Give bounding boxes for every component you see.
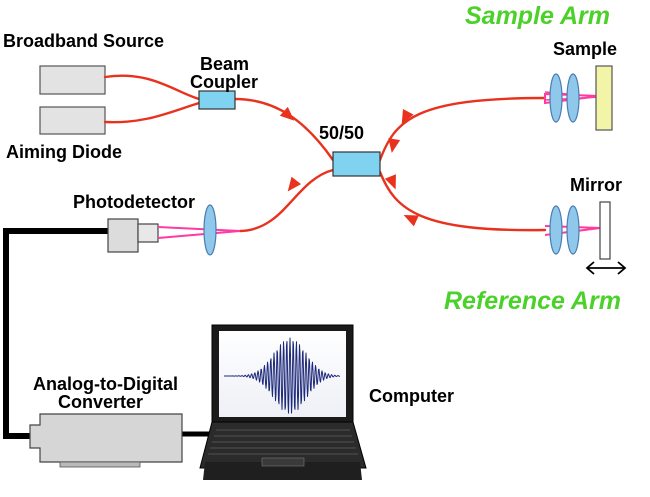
fiber-source-to-coupler xyxy=(103,74,201,101)
sample-lens-2 xyxy=(566,73,580,123)
photodetector-assembly xyxy=(107,204,241,256)
beam-coupler-label-line2: Coupler xyxy=(190,72,259,92)
laptop-base xyxy=(199,421,367,469)
splitter-box xyxy=(332,151,381,177)
aiming-diode-label: Aiming Diode xyxy=(6,142,122,162)
arrow-to-detector xyxy=(287,176,302,192)
adc-board xyxy=(29,413,183,468)
computer-label: Computer xyxy=(369,386,454,406)
photodetector-nose xyxy=(137,223,159,243)
mirror-label: Mirror xyxy=(570,175,623,195)
photodetector-label: Photodetector xyxy=(73,192,196,212)
laptop-keyboard xyxy=(208,429,358,455)
detector-to-adc-cable xyxy=(3,228,108,439)
detector-lens xyxy=(203,204,217,256)
laptop-computer xyxy=(199,324,367,480)
reference-mirror xyxy=(599,201,611,260)
adc-label-line2: Converter xyxy=(58,392,144,412)
fiber-arrows xyxy=(279,106,419,227)
reference-arm-label: Reference Arm xyxy=(444,287,621,315)
arrow-from-reference xyxy=(403,215,419,227)
arrow-to-splitter xyxy=(279,106,295,121)
arrow-splitter-down xyxy=(384,174,396,190)
arrow-from-sample xyxy=(401,109,414,125)
aiming-diode-box xyxy=(39,106,106,135)
fiber-diode-to-coupler xyxy=(103,101,201,124)
fiber-splitter-to-sample xyxy=(378,96,547,162)
beam-coupler-box xyxy=(198,90,236,110)
fiber-splitter-to-detector xyxy=(238,168,335,233)
reference-lens-1 xyxy=(549,205,563,255)
sample-arm-optics xyxy=(544,65,613,131)
sample-lens-1 xyxy=(549,73,563,123)
mirror-translation-arrow xyxy=(585,261,627,275)
reference-lens-2 xyxy=(566,205,580,255)
reference-arm-optics xyxy=(544,201,627,275)
interferogram-waveform xyxy=(224,337,341,414)
laptop-touchpad xyxy=(261,457,305,467)
photodetector-body xyxy=(107,218,139,253)
beam-coupler-label-line1: Beam xyxy=(200,54,250,74)
broadband-source-label: Broadband Source xyxy=(3,31,165,51)
sample-label: Sample xyxy=(553,39,618,59)
broadband-source-box xyxy=(39,65,106,95)
sample-arm-label: Sample Arm xyxy=(465,2,610,30)
fiber-splitter-to-reference xyxy=(378,170,547,232)
sample-slab xyxy=(595,65,613,131)
adc-label-line1: Analog-to-Digital xyxy=(33,374,178,394)
arrow-into-splitter-from-sample xyxy=(388,138,401,153)
splitter-label: 50/50 xyxy=(319,123,365,143)
